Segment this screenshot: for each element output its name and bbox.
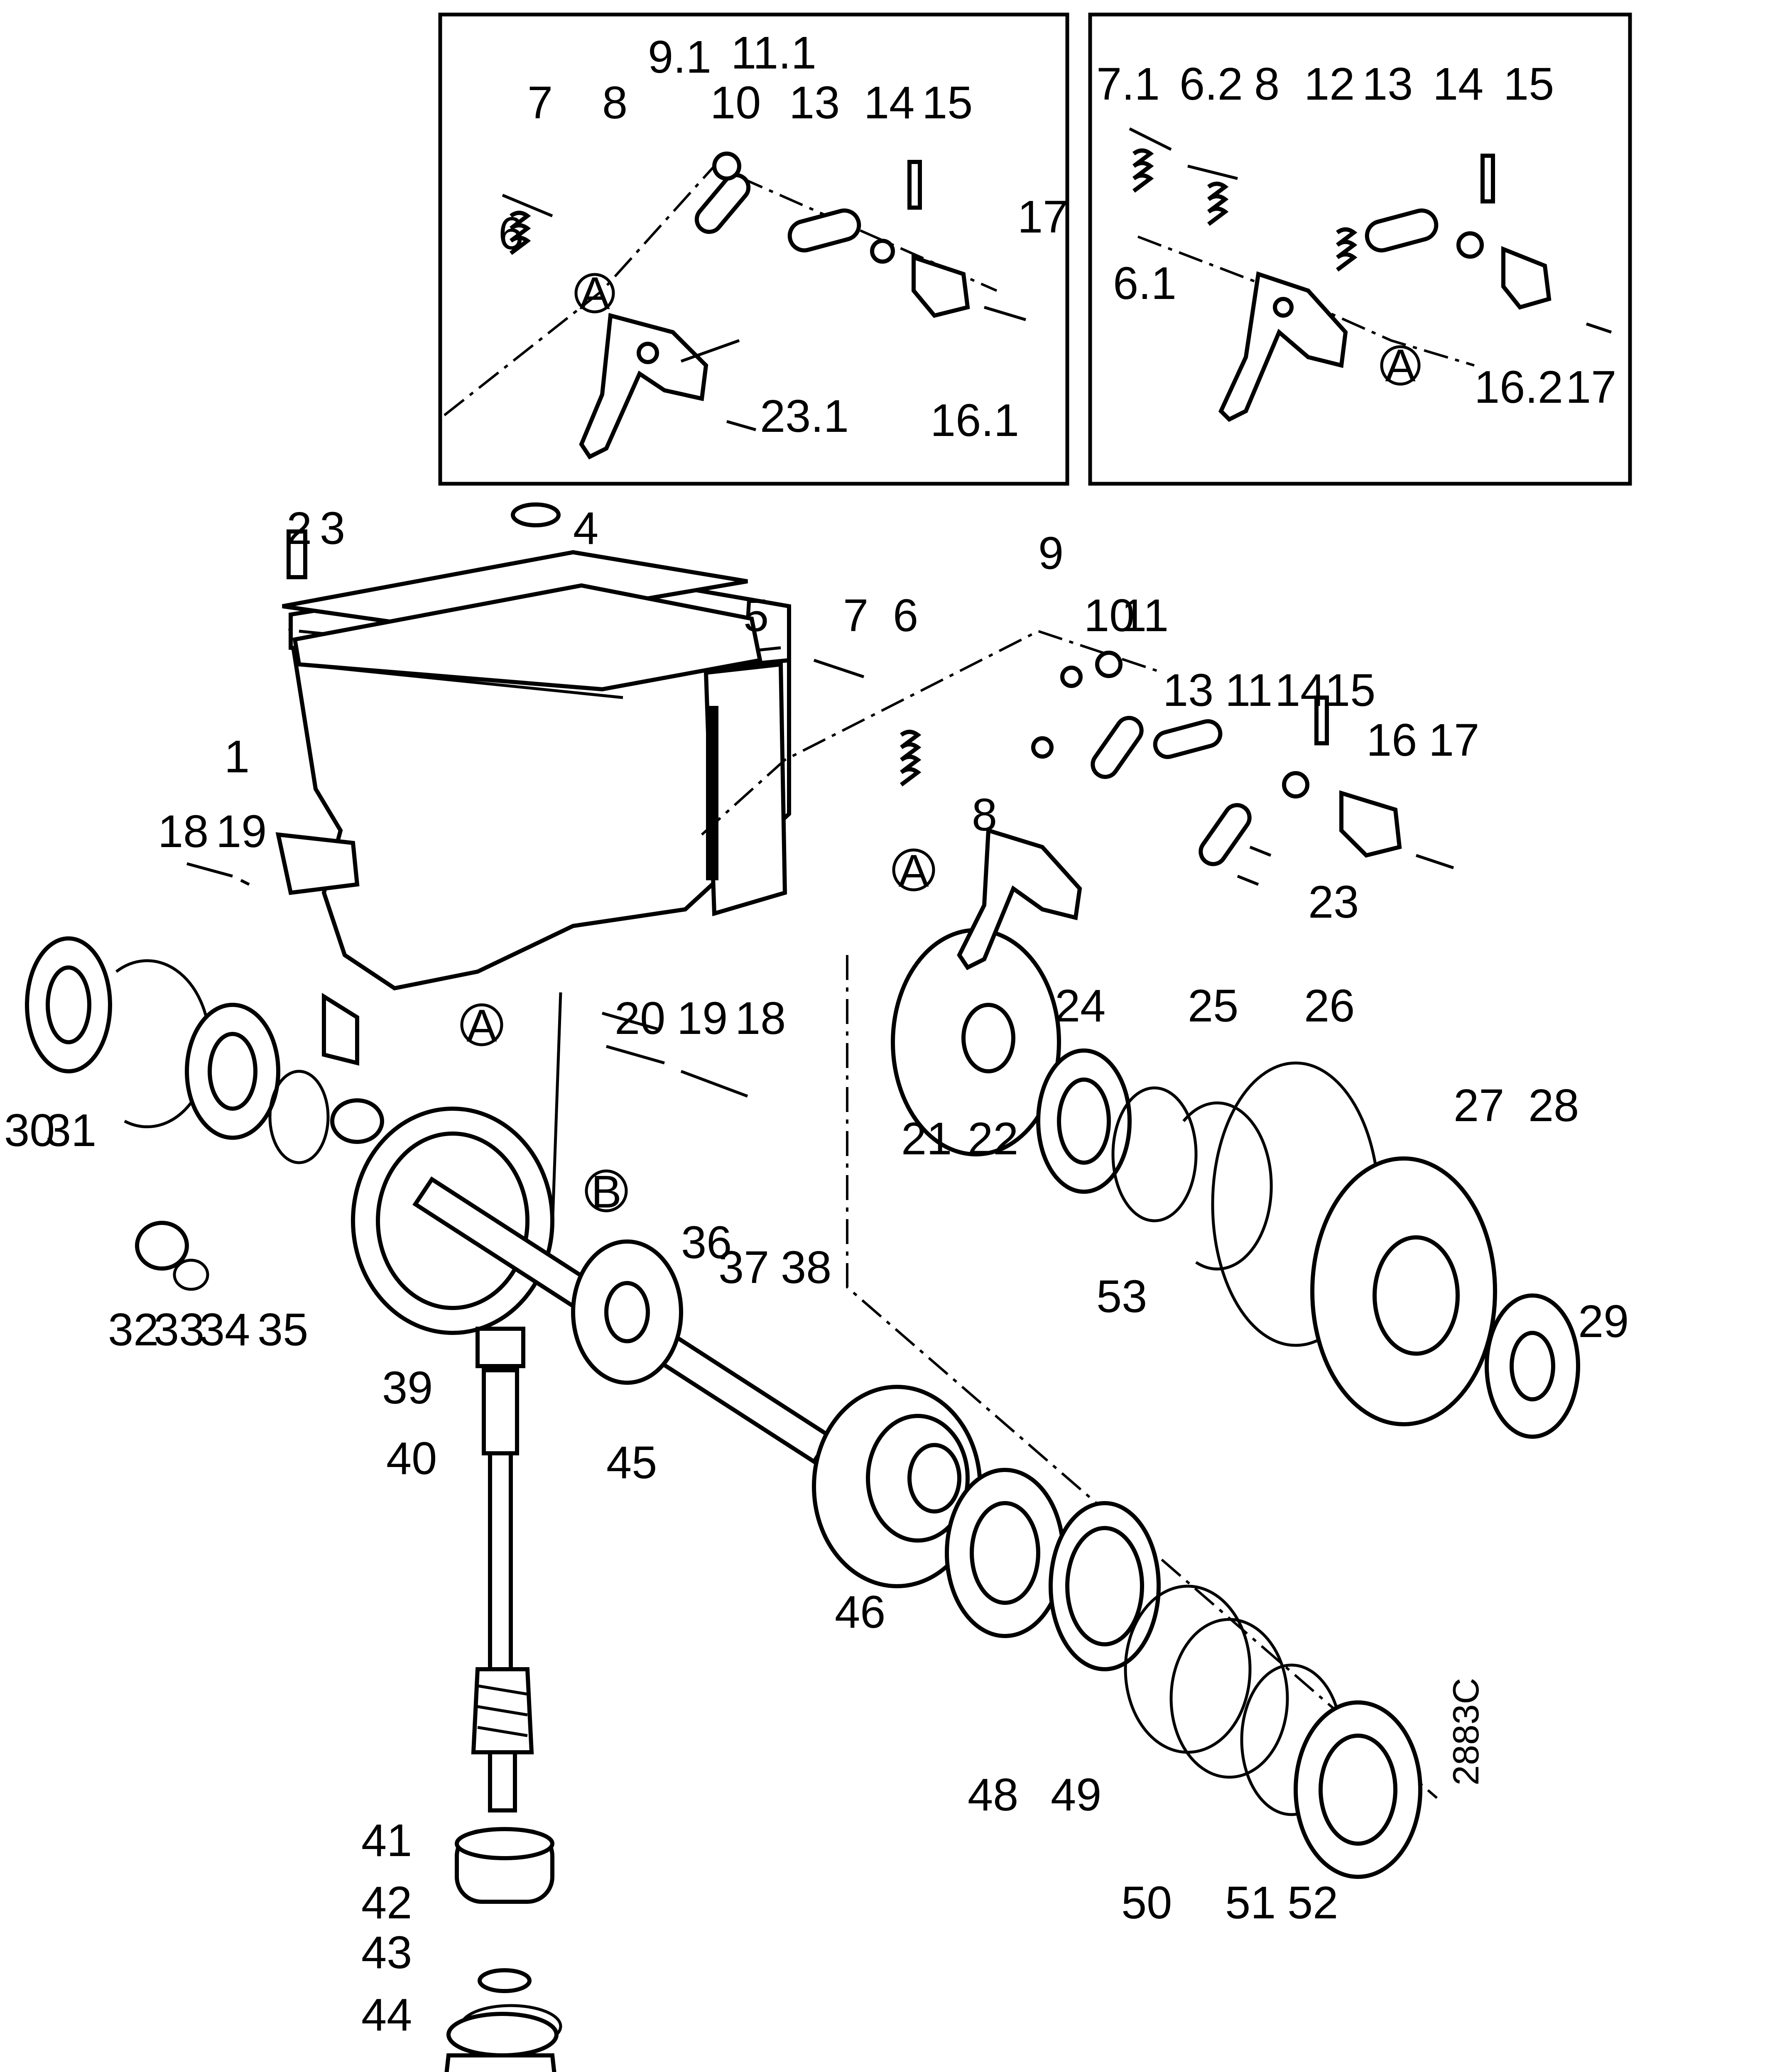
part-label-main-22: 18	[735, 993, 786, 1044]
part-label-inset-right-2: 8	[1254, 59, 1280, 110]
part-label-main-50: 44	[361, 1989, 412, 2040]
spur-gear-46	[812, 1385, 982, 1588]
callout-a-inset-right: A	[1385, 340, 1416, 391]
part-label-main-34: 36	[681, 1217, 732, 1268]
callout-a-inset-left: A	[579, 268, 610, 319]
part-label-inset-left-7: 15	[922, 77, 973, 128]
part-label-main-53: 52	[1287, 1877, 1338, 1928]
part-label-main-39: 34	[199, 1304, 250, 1355]
main-linkage-parts	[186, 651, 1454, 1098]
part-label-main-43: 45	[606, 1437, 657, 1488]
thrust-washers	[945, 1468, 1422, 1879]
part-label-main-6: 9	[1038, 528, 1064, 579]
right-assembly	[701, 629, 1580, 1799]
part-label-inset-right-3: 12	[1304, 59, 1355, 110]
part-label-main-3: 5	[743, 590, 769, 641]
inset-box-right	[1088, 12, 1632, 486]
callout-a-main-left: A	[466, 1000, 497, 1051]
part-label-inset-left-9: 17	[1017, 191, 1068, 242]
inset-right-parts	[1129, 127, 1612, 422]
part-label-main-13: 16	[1366, 715, 1417, 766]
part-label-main-21: 19	[677, 993, 728, 1044]
callout-a-main-right: A	[898, 845, 929, 896]
part-label-main-27: 28	[1528, 1080, 1579, 1131]
part-label-main-24: 25	[1188, 980, 1238, 1031]
inset-left-parts	[444, 152, 1027, 460]
part-label-main-20: 20	[615, 993, 665, 1044]
part-label-main-45: 48	[968, 1769, 1018, 1820]
lower-bearing-stack	[444, 1827, 562, 2072]
left-bearing-stack	[25, 936, 330, 1291]
part-label-main-28: 30	[4, 1105, 55, 1156]
part-label-main-46: 49	[1051, 1769, 1101, 1820]
part-label-main-14: 17	[1429, 715, 1479, 766]
part-label-main-30: 21	[901, 1113, 952, 1164]
part-label-inset-right-7: 6.1	[1113, 258, 1177, 309]
part-label-main-48: 42	[361, 1877, 412, 1928]
part-label-main-19: 23	[1308, 877, 1359, 928]
part-label-main-1: 3	[320, 503, 345, 554]
part-label-main-47: 41	[361, 1815, 412, 1866]
inset-box-left	[438, 12, 1069, 486]
part-label-main-8: 11	[1121, 590, 1169, 641]
worm-shaft-40	[471, 1327, 534, 1812]
part-label-inset-left-5: 13	[789, 77, 840, 128]
part-label-main-51: 50	[1121, 1877, 1172, 1928]
part-label-main-12: 15	[1325, 665, 1375, 716]
part-label-main-31: 22	[968, 1113, 1018, 1164]
part-label-main-10: 11	[1225, 665, 1272, 716]
part-label-main-32: 53	[1096, 1271, 1147, 1322]
part-label-main-37: 32	[108, 1304, 159, 1355]
part-label-main-36: 38	[781, 1242, 831, 1293]
cover-plate	[282, 502, 762, 692]
part-label-main-41: 39	[382, 1362, 433, 1413]
part-label-main-25: 26	[1304, 980, 1355, 1031]
drawing-number: 2883C	[1445, 1678, 1486, 1785]
part-label-main-17: 19	[216, 806, 267, 857]
part-label-main-16: 18	[158, 806, 208, 857]
part-label-main-18: 8	[972, 789, 997, 840]
part-label-inset-left-3: 8	[602, 77, 627, 128]
part-label-main-38: 33	[154, 1304, 204, 1355]
part-label-inset-right-4: 13	[1362, 59, 1413, 110]
part-label-inset-left-10: 23.1	[760, 391, 849, 442]
part-label-inset-right-9: 17	[1566, 362, 1616, 413]
part-label-main-0: 2	[287, 503, 312, 554]
part-label-main-40: 35	[257, 1304, 308, 1355]
part-label-main-49: 43	[361, 1927, 412, 1978]
part-label-main-15: 1	[224, 731, 250, 782]
part-label-main-29: 31	[46, 1105, 96, 1156]
part-label-main-7: 10	[1084, 590, 1135, 641]
part-label-main-52: 51	[1225, 1877, 1276, 1928]
part-label-inset-right-1: 6.2	[1179, 59, 1243, 110]
part-label-inset-right-0: 7.1	[1096, 59, 1160, 110]
part-label-main-2: 4	[573, 503, 598, 554]
part-label-main-11: 14	[1275, 665, 1326, 716]
callout-b: B	[591, 1166, 621, 1217]
part-label-inset-left-8: 6	[498, 208, 524, 259]
part-label-main-33: 29	[1578, 1296, 1629, 1347]
part-label-inset-left-1: 11.1	[731, 27, 816, 78]
part-label-inset-right-5: 14	[1433, 59, 1483, 110]
part-label-inset-right-8: 16.2	[1474, 362, 1563, 413]
part-label-main-42: 40	[386, 1433, 437, 1484]
part-label-inset-left-0: 9.1	[648, 32, 711, 83]
part-label-main-26: 27	[1454, 1080, 1504, 1131]
part-label-inset-left-2: 7	[527, 77, 553, 128]
part-label-main-23: 24	[1055, 980, 1105, 1031]
part-label-main-5: 6	[893, 590, 918, 641]
part-label-main-4: 7	[843, 590, 868, 641]
main-shaft	[412, 1176, 833, 1465]
part-label-inset-right-6: 15	[1503, 59, 1554, 110]
part-label-inset-left-11: 16.1	[930, 395, 1019, 446]
part-label-main-44: 46	[835, 1587, 885, 1638]
part-label-main-35: 37	[718, 1242, 769, 1293]
part-label-inset-left-6: 14	[864, 77, 914, 128]
part-label-inset-left-4: 10	[710, 77, 761, 128]
callout-markers: A A A A B	[460, 268, 1421, 1217]
part-label-main-9: 13	[1163, 665, 1213, 716]
